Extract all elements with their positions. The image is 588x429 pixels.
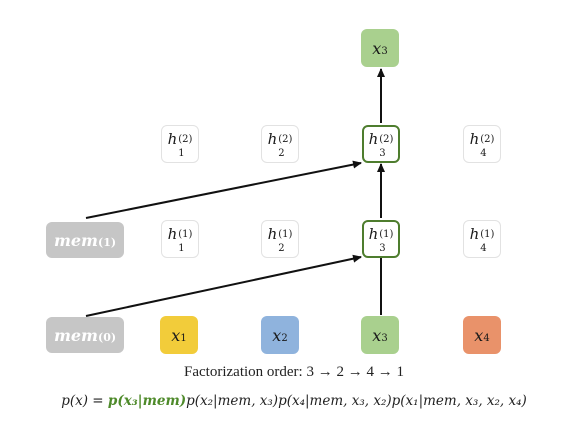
mem1-node: mem(1)	[46, 222, 124, 258]
h4-layer2: h(2)4	[463, 125, 501, 163]
mem0-node: mem(0)	[46, 317, 124, 353]
formula-highlighted-term: p(x₃|mem)	[107, 393, 187, 409]
formula-remaining-terms: p(x₂|mem, x₃)p(x₄|mem, x₃, x₂)p(x₁|mem, …	[186, 393, 527, 409]
h1-layer2: h(2)1	[161, 125, 199, 163]
formula-lhs: p(x) =	[61, 393, 108, 409]
h2-layer2: h(2)2	[261, 125, 299, 163]
factorization-order-caption: Factorization order: 3 → 2 → 4 → 1	[184, 364, 404, 380]
h1-layer1: h(1)1	[161, 220, 199, 258]
h3-layer1-highlighted: h(1)3	[362, 220, 400, 258]
h3-layer2-highlighted: h(2)3	[362, 125, 400, 163]
joint-probability-formula: p(x) = p(x₃|mem)p(x₂|mem, x₃)p(x₄|mem, x…	[0, 393, 588, 409]
arrow-mem0-to-h3-layer1	[85, 254, 362, 317]
h2-layer1: h(1)2	[261, 220, 299, 258]
h4-layer1: h(1)4	[463, 220, 501, 258]
arrow-mem1-to-h3-layer2	[85, 160, 362, 219]
